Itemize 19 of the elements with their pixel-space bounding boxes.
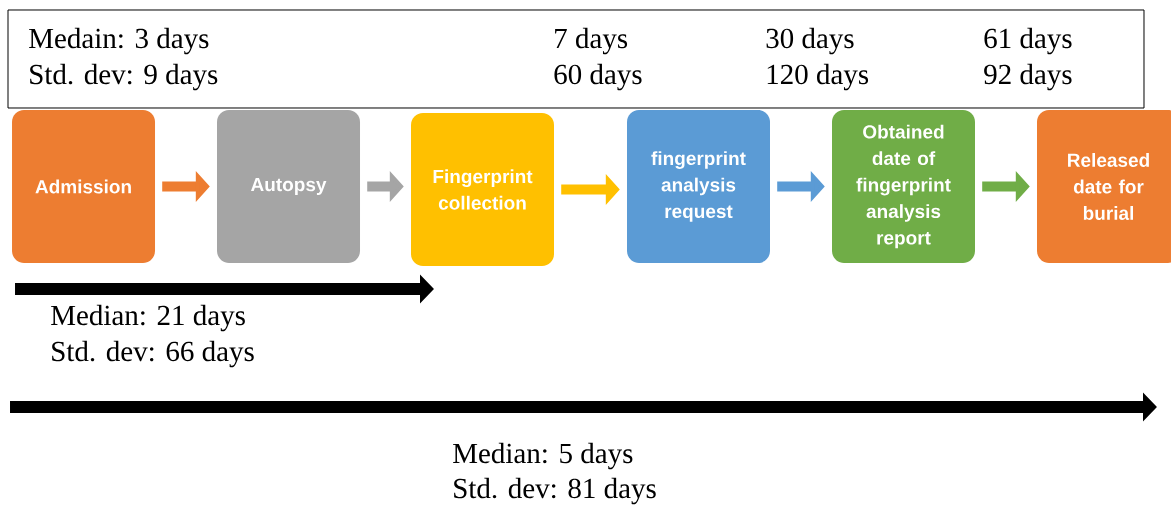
stat-text: 30 days — [766, 27, 854, 55]
process-box: Released date for burial — [1037, 110, 1171, 263]
stat-text: 7 days — [555, 27, 628, 55]
process-box: Admission — [12, 110, 155, 263]
duration-text: Median: 21 days — [51, 304, 245, 332]
stat-text: Medain: 3 days — [29, 27, 209, 55]
stat-text: Std. dev: 9 days — [30, 63, 218, 91]
duration-text: Std. dev: 66 days — [52, 340, 254, 368]
process-box: Fingerprint collection — [411, 113, 554, 266]
stat-text: 120 days — [767, 63, 869, 91]
stat-text: 61 days — [984, 27, 1072, 55]
stats-box — [7, 9, 1145, 109]
process-box: Autopsy — [217, 110, 360, 263]
stat-text: 60 days — [554, 63, 642, 91]
process-box: fingerprint analysis request — [627, 110, 770, 263]
stat-text: 92 days — [984, 63, 1072, 91]
process-box: Obtained date of fingerprint analysis report — [832, 110, 975, 263]
duration-text: Median: 5 days — [453, 442, 633, 470]
duration-text: Std. dev: 81 days — [454, 477, 656, 505]
